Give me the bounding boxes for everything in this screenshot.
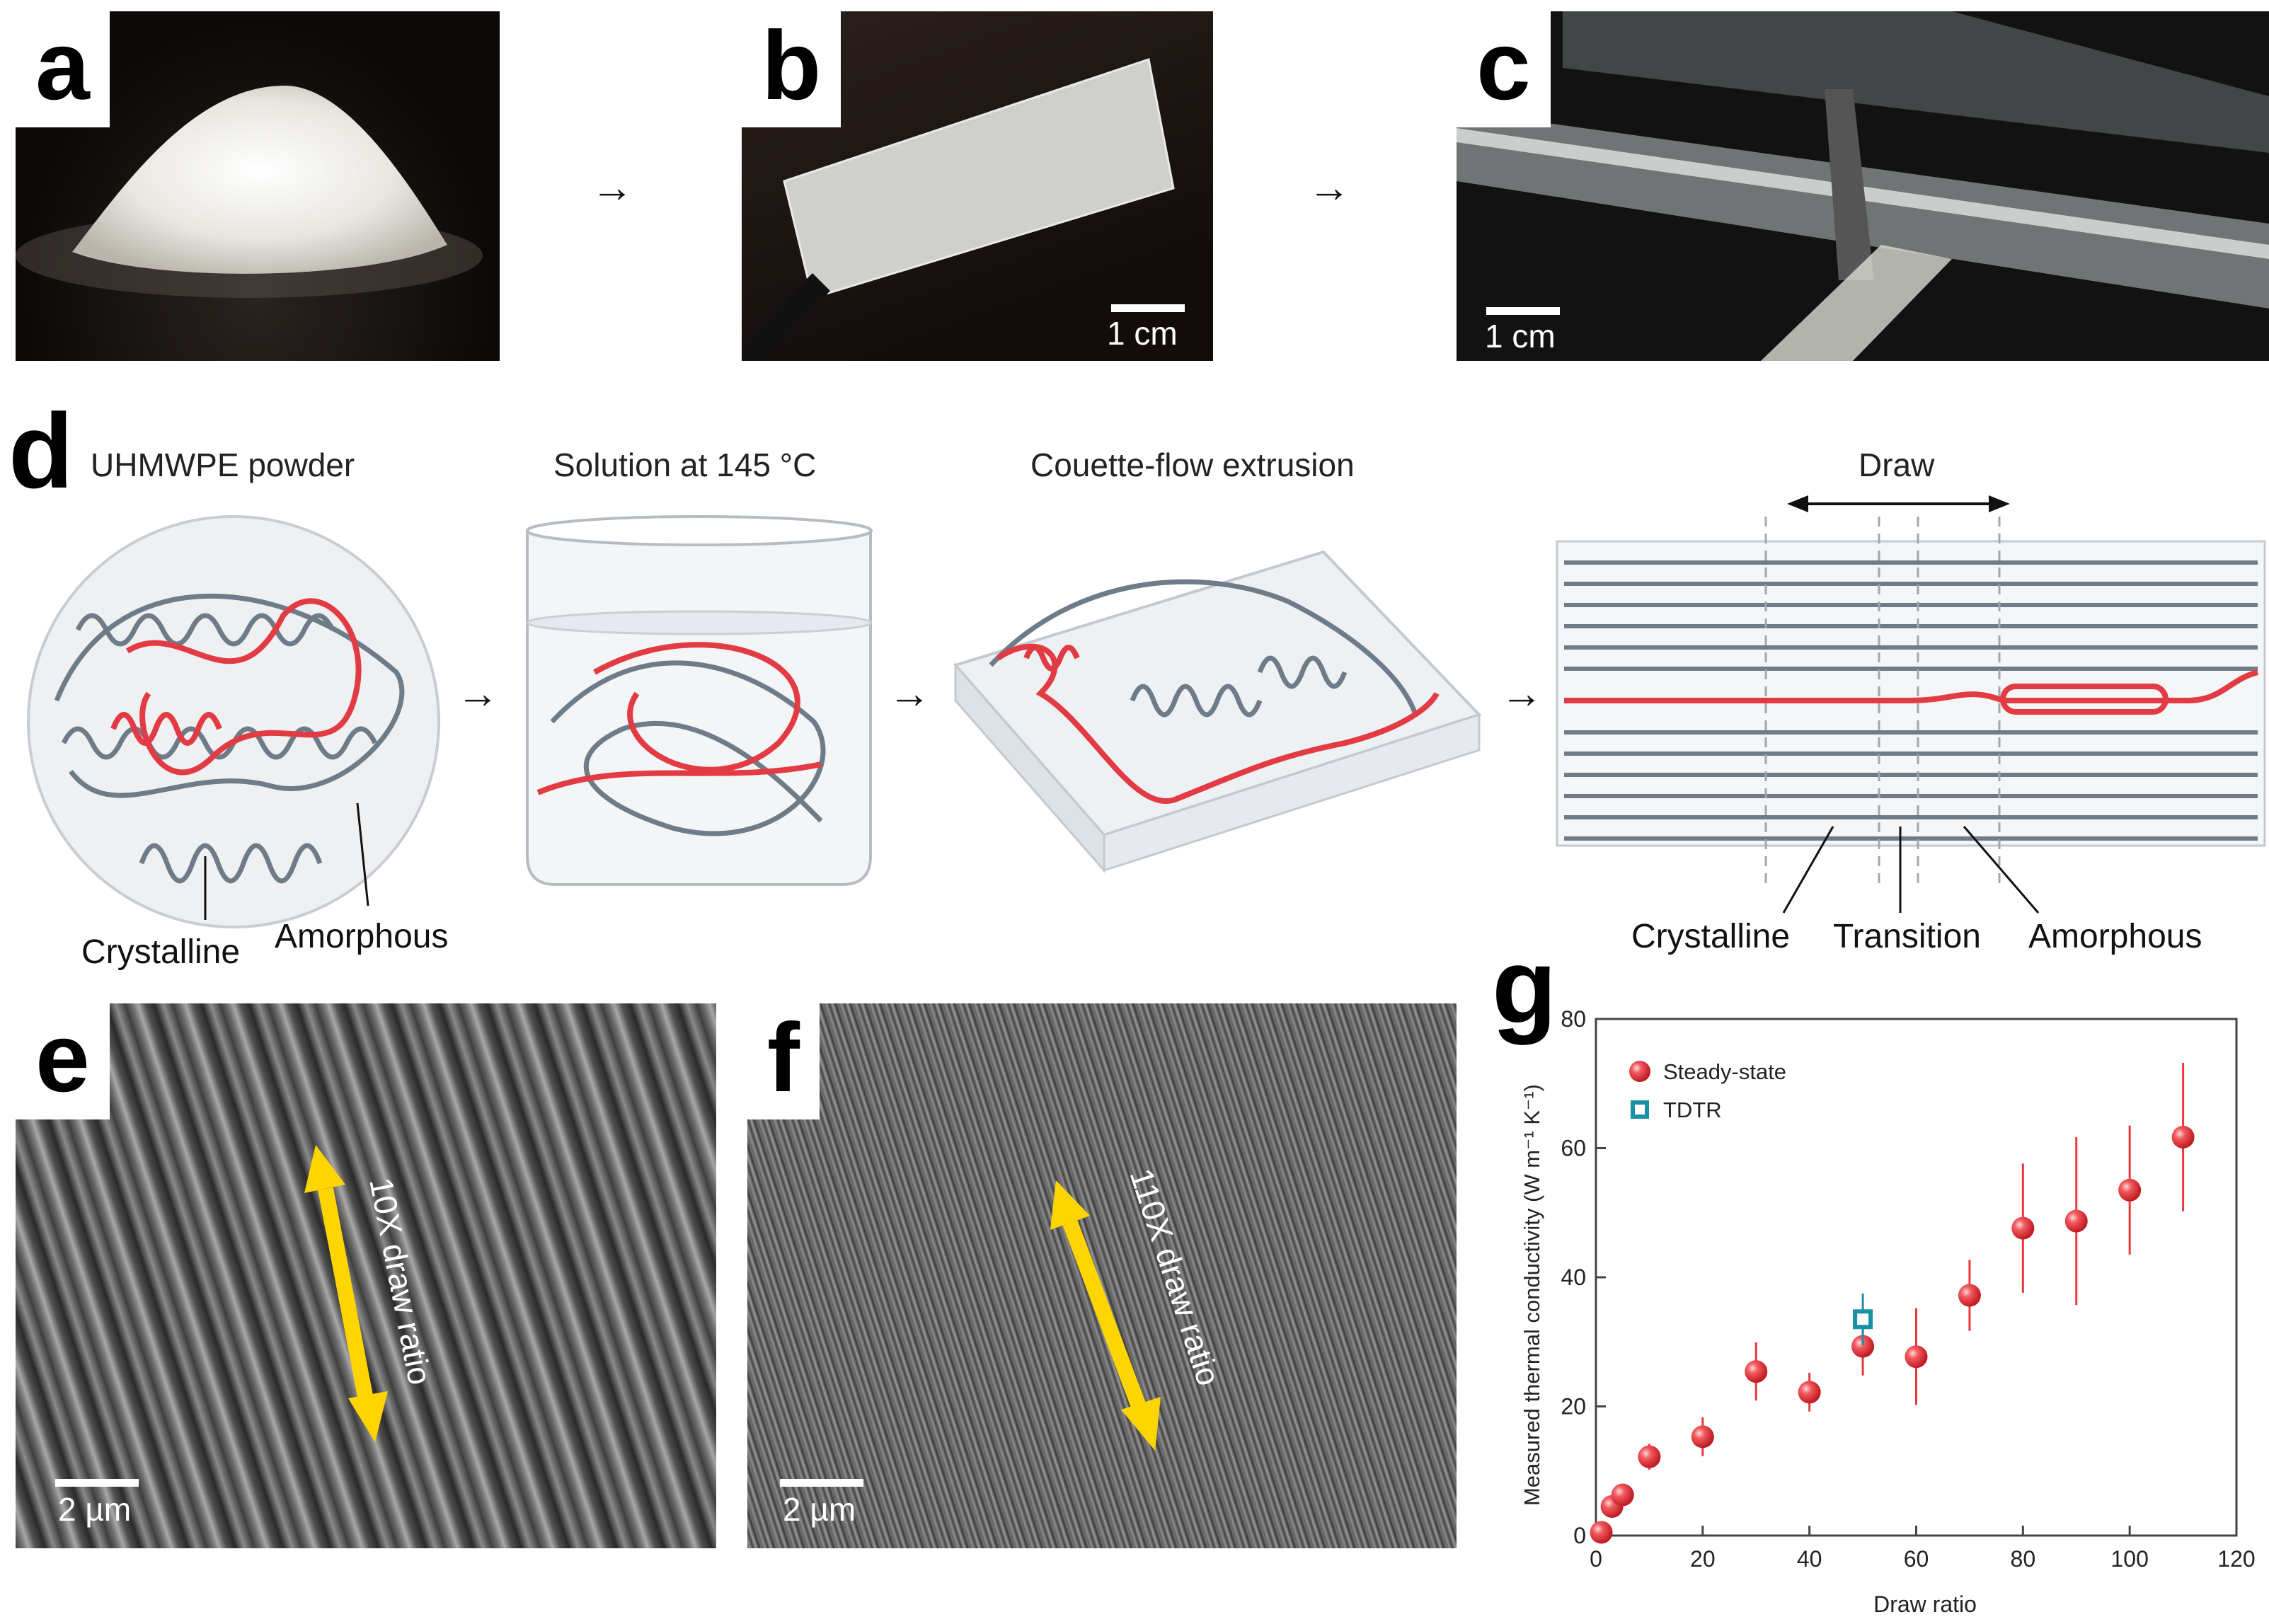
- panel-letter-d: d: [8, 391, 74, 510]
- x-tick-label: 80: [2011, 1546, 2036, 1572]
- label-amorphous-right: Amorphous: [2028, 918, 2202, 955]
- label-amorphous-left: Amorphous: [275, 918, 449, 955]
- data-point-steady-state: [2064, 1209, 2088, 1233]
- data-point-steady-state: [1851, 1335, 1875, 1358]
- title-draw: Draw: [1859, 447, 1935, 483]
- y-tick-label: 40: [1561, 1265, 1586, 1290]
- draw-arrow-110x: 110X draw ratio: [1050, 1164, 1227, 1451]
- panel-letter-g: g: [1492, 926, 1557, 1045]
- x-tick-label: 0: [1590, 1546, 1602, 1572]
- chart-marks: [1590, 1063, 2195, 1544]
- panel-letter-f: f: [747, 1003, 820, 1119]
- arrow-b-to-c: →: [1308, 163, 1350, 211]
- data-point-steady-state: [1745, 1360, 1768, 1383]
- photo-powder: a: [16, 11, 500, 361]
- label-crystalline-left: Crystalline: [81, 933, 241, 971]
- scale-label-b: 1 cm: [1107, 315, 1178, 352]
- scale-label-f: 2 µm: [783, 1491, 856, 1528]
- data-point-steady-state: [1638, 1445, 1661, 1468]
- label-crystalline-right: Crystalline: [1631, 918, 1791, 955]
- panel-letter-e: e: [16, 1003, 110, 1119]
- legend-marker-steady-state: [1629, 1061, 1650, 1082]
- title-uhmwpe-powder: UHMWPE powder: [91, 447, 355, 483]
- x-tick-label: 100: [2110, 1546, 2148, 1572]
- svg-text:→: →: [1500, 669, 1543, 717]
- title-couette: Couette-flow extrusion: [1030, 447, 1355, 483]
- data-point-steady-state: [1691, 1425, 1714, 1449]
- x-tick-label: 60: [1904, 1546, 1929, 1572]
- schematic-d: → → →: [27, 495, 2266, 928]
- x-tick-label: 40: [1797, 1546, 1822, 1572]
- extruded-slab: [953, 550, 1482, 873]
- x-axis-label: Draw ratio: [1873, 1591, 1977, 1617]
- plot-frame: [1595, 1018, 2238, 1537]
- y-tick-label: 0: [1573, 1523, 1586, 1548]
- arrow-label-110x: 110X draw ratio: [1122, 1164, 1227, 1390]
- data-point-steady-state: [2171, 1125, 2195, 1148]
- scale-bar-e: [55, 1479, 139, 1487]
- data-point-steady-state: [1798, 1381, 1821, 1404]
- sem-image-110x: 110X draw ratio f 2 µm: [747, 1003, 1457, 1548]
- panel-letter-a: a: [16, 11, 110, 127]
- panel-letter-b: b: [742, 11, 841, 127]
- sem-image-10x: 10X draw ratio e 2 µm: [16, 1003, 716, 1548]
- chart-axes: 0 20 40 60 80 100 120 0 20 40 60 80: [1561, 1006, 2255, 1572]
- film-sheet: [742, 58, 1175, 361]
- panel-letter-c: c: [1457, 11, 1551, 127]
- scale-bar-c: [1486, 307, 1560, 315]
- y-tick-label: 20: [1561, 1394, 1586, 1419]
- data-point-steady-state: [1611, 1483, 1634, 1507]
- arrow-label-10x: 10X draw ratio: [362, 1175, 439, 1388]
- draw-arrow-10x: 10X draw ratio: [304, 1145, 439, 1442]
- y-tick-label: 80: [1561, 1006, 1586, 1032]
- label-transition: Transition: [1833, 918, 1981, 955]
- scale-label-c: 1 cm: [1485, 318, 1556, 355]
- legend-marker-tdtr: [1631, 1100, 1649, 1119]
- photo-tape: c 1 cm: [1457, 11, 2269, 361]
- powder-pile: [16, 86, 483, 298]
- data-point-steady-state: [2118, 1178, 2142, 1202]
- svg-text:→: →: [456, 669, 499, 717]
- data-point-steady-state: [1958, 1284, 1981, 1307]
- data-point-tdtr: [1853, 1309, 1873, 1330]
- arrow-a-to-b: →: [591, 163, 633, 211]
- x-tick-label: 120: [2217, 1546, 2255, 1572]
- data-point-steady-state: [1905, 1345, 1928, 1369]
- legend-label-tdtr: TDTR: [1663, 1098, 1722, 1122]
- beaker: [526, 515, 873, 886]
- scale-bar-f: [780, 1479, 863, 1487]
- svg-text:→: →: [888, 669, 931, 717]
- legend-label-steady-state: Steady-state: [1663, 1059, 1786, 1084]
- y-tick-label: 60: [1561, 1136, 1586, 1161]
- powder-circle: [27, 515, 440, 928]
- drawn-fibre: [1556, 495, 2266, 914]
- transparent-tape: [1457, 11, 2269, 361]
- x-tick-label: 20: [1690, 1546, 1716, 1572]
- title-solution: Solution at 145 °C: [553, 447, 817, 483]
- data-point-steady-state: [2011, 1216, 2035, 1240]
- thermal-conductivity-chart: 0 20 40 60 80 100 120 0 20 40 60 80 Steady-stateTDT…: [1520, 1006, 2256, 1617]
- scale-label-e: 2 µm: [58, 1491, 132, 1528]
- photo-film: b 1 cm: [742, 11, 1213, 361]
- data-point-steady-state: [1590, 1521, 1613, 1544]
- y-axis-label: Measured thermal conductivity (W m⁻¹ K⁻¹…: [1520, 1084, 1544, 1506]
- scale-bar-b: [1111, 304, 1185, 312]
